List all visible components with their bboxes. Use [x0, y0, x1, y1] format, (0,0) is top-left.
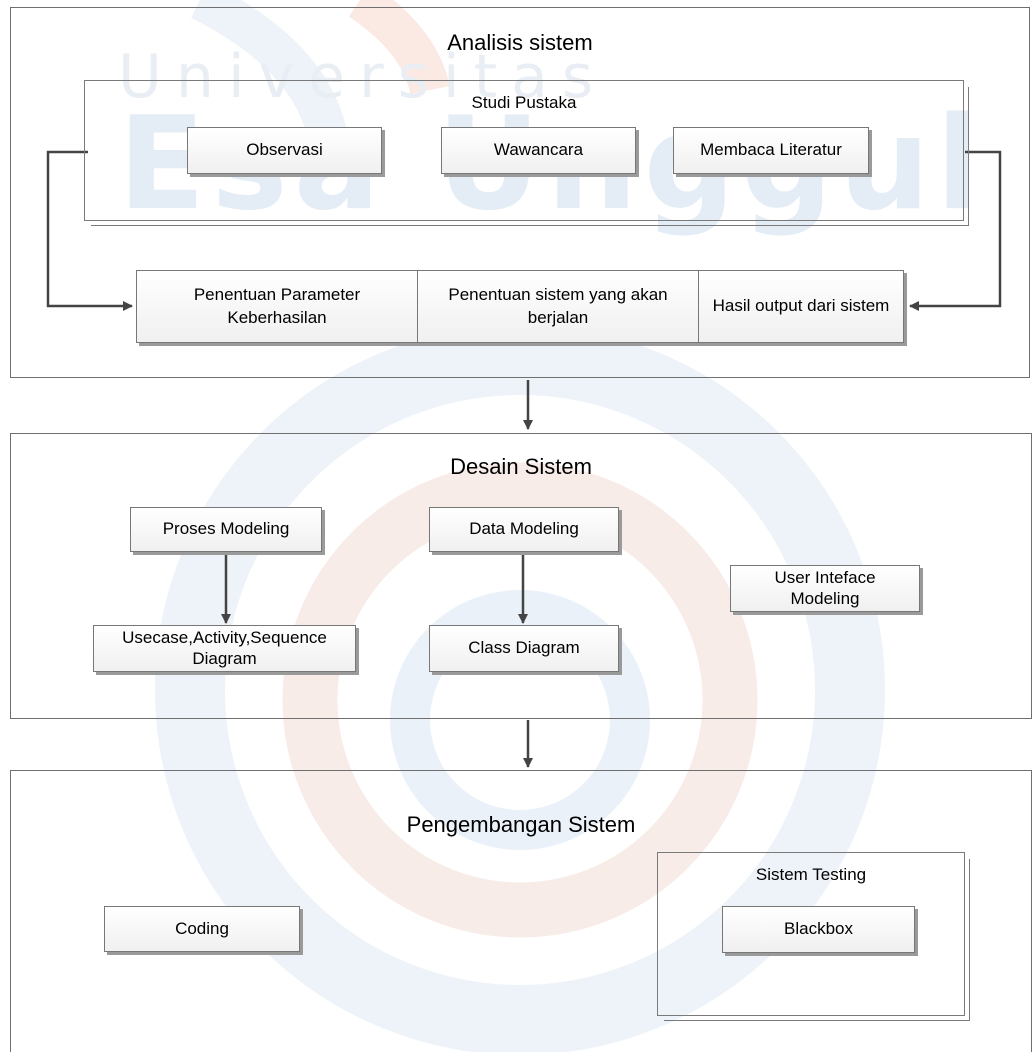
- node-wawancara: Wawancara: [441, 127, 636, 174]
- left-feedback-arrow: [46, 150, 133, 311]
- results-row-shadow: [139, 343, 904, 346]
- node-data-modeling: Data Modeling: [429, 507, 619, 552]
- node-usecase-activity-sequence: Usecase,Activity,Sequence Diagram: [93, 625, 356, 672]
- node-hasil-output: Hasil output dari sistem: [698, 270, 904, 343]
- node-blackbox: Blackbox: [722, 906, 915, 953]
- studi-pustaka-title: Studi Pustaka: [471, 93, 577, 112]
- panel-desain-sistem: [10, 433, 1032, 719]
- sistem-testing-title: Sistem Testing: [755, 865, 867, 884]
- node-coding: Coding: [104, 906, 300, 952]
- panel-pengembangan-sistem: [10, 770, 1032, 1052]
- node-class-diagram: Class Diagram: [429, 625, 619, 672]
- panel-desain-title: Desain Sistem: [450, 454, 592, 479]
- panel-pengembangan-title: Pengembangan Sistem: [406, 812, 636, 837]
- watermark-line1: Universitas: [118, 42, 608, 112]
- panel-analisis-title: Analisis sistem: [447, 30, 593, 55]
- node-penentuan-sistem: Penentuan sistem yang akan berjalan: [417, 270, 699, 343]
- node-penentuan-parameter: Penentuan Parameter Keberhasilan: [136, 270, 418, 343]
- panel-analisis-sistem: [10, 7, 1030, 378]
- node-proses-modeling: Proses Modeling: [130, 507, 322, 552]
- node-user-interface-modeling: User Inteface Modeling: [730, 565, 920, 612]
- right-feedback-arrow: [909, 150, 1002, 311]
- node-observasi: Observasi: [187, 127, 382, 174]
- node-membaca-literatur: Membaca Literatur: [673, 127, 869, 174]
